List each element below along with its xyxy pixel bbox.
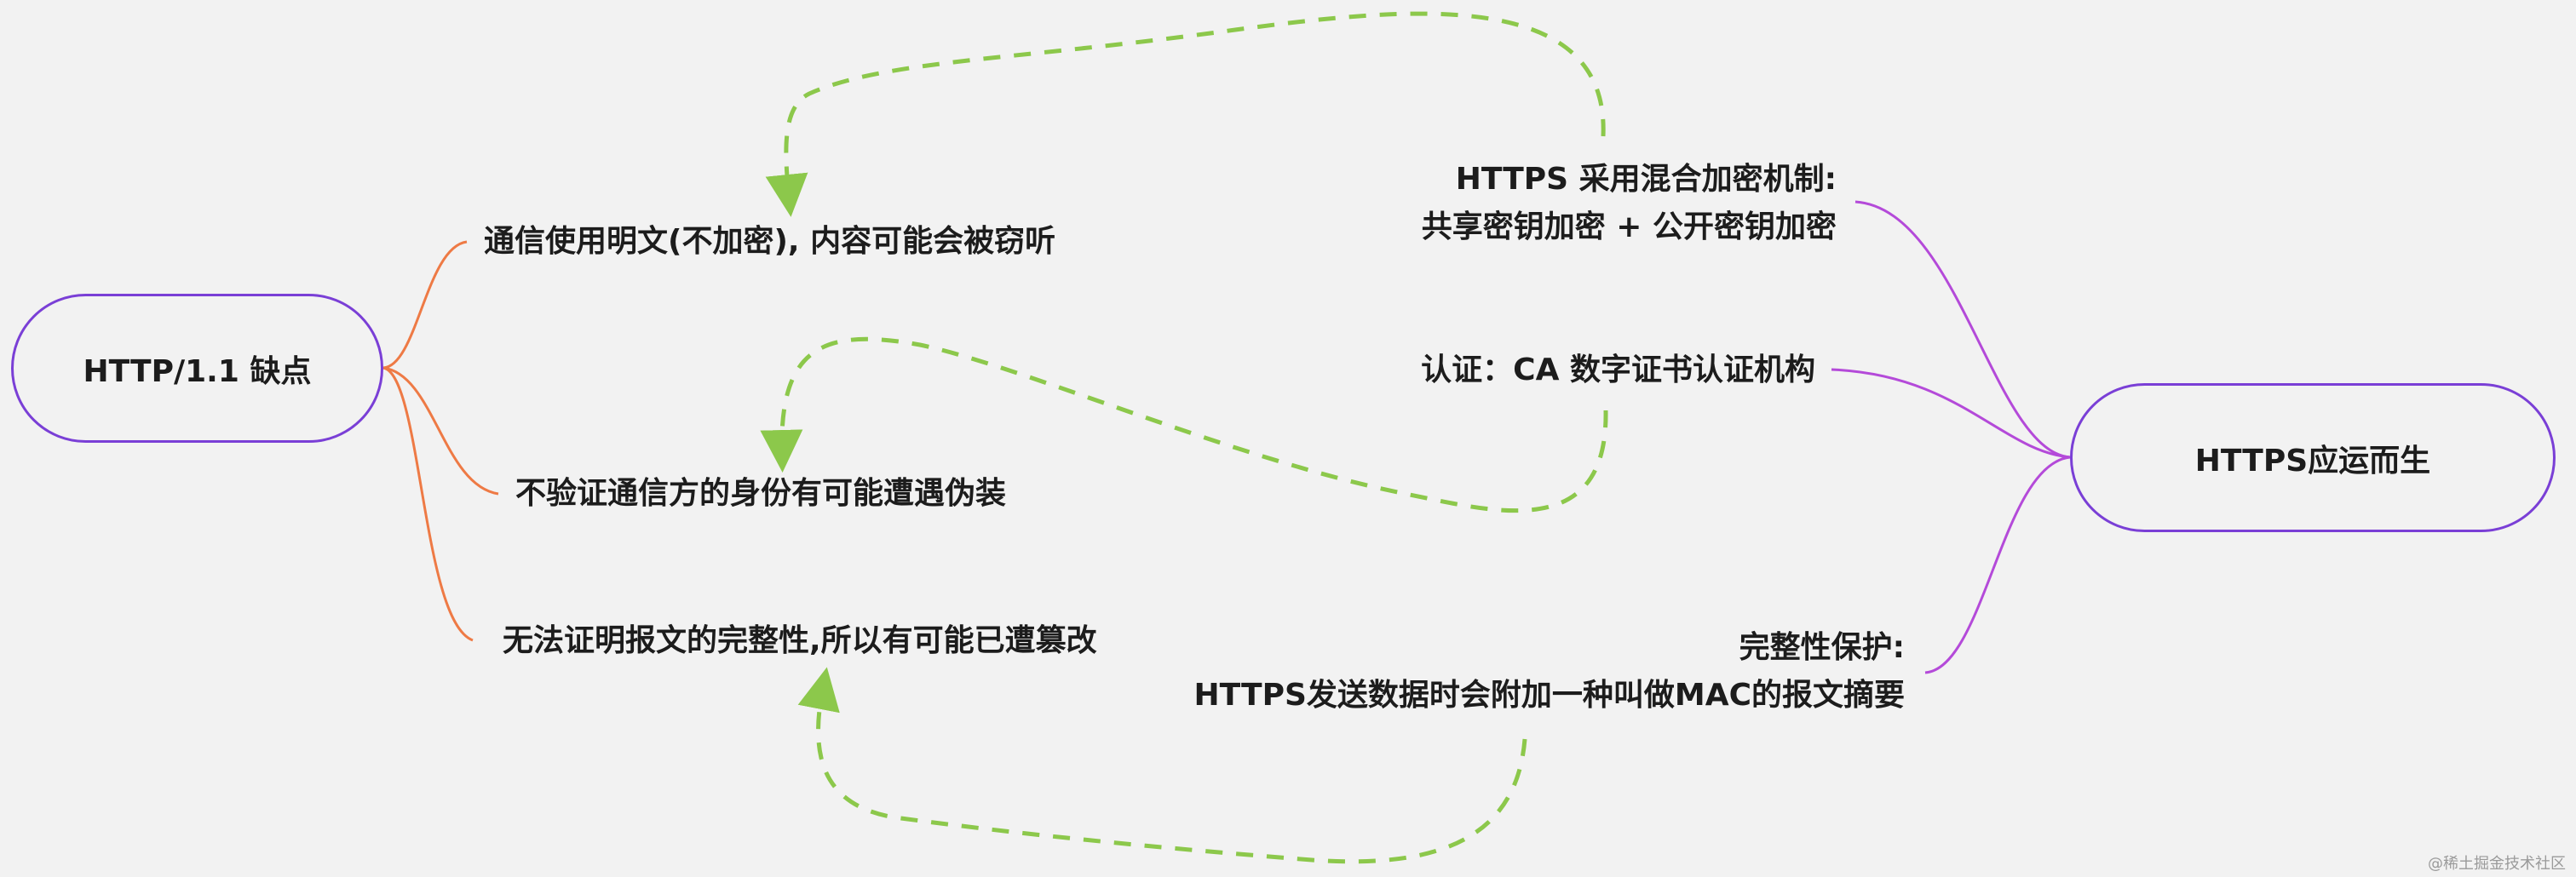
branch-line-problem-1 — [382, 240, 468, 370]
http-root-node: HTTP/1.1 缺点 — [11, 294, 383, 443]
cross-link-encryption — [765, 11, 1606, 217]
solution-integrity-protection: 完整性保护: HTTPS发送数据时会附加一种叫做MAC的报文摘要 — [1194, 624, 1906, 719]
http-root-label: HTTP/1.1 缺点 — [83, 353, 312, 389]
branch-line-problem-3 — [382, 366, 474, 642]
solution-ca-authentication: 认证：CA 数字证书认证机构 — [1421, 347, 1815, 394]
branch-line-problem-2 — [382, 366, 499, 496]
problem-plaintext: 通信使用明文(不加密), 内容可能会被窃听 — [484, 218, 1055, 266]
problem-no-integrity: 无法证明报文的完整性,所以有可能已遭篡改 — [503, 617, 1097, 665]
problem-no-integrity-label: 无法证明报文的完整性,所以有可能已遭篡改 — [503, 623, 1097, 658]
solution-hybrid-encryption-line1: HTTPS 采用混合加密机制: — [1455, 162, 1837, 197]
solution-integrity-protection-line2: HTTPS发送数据时会附加一种叫做MAC的报文摘要 — [1193, 678, 1906, 713]
watermark: @稀土掘金技术社区 — [2428, 855, 2566, 873]
solution-hybrid-encryption: HTTPS 采用混合加密机制: 共享密钥加密 + 公开密钥加密 — [1422, 156, 1837, 251]
branch-line-solution-3 — [1924, 456, 2071, 674]
https-root-label: HTTPS应运而生 — [2194, 443, 2431, 479]
https-root-node: HTTPS应运而生 — [2070, 383, 2556, 532]
problem-no-authentication-label: 不验证通信方的身份有可能遭遇伪装 — [515, 476, 1007, 511]
solution-ca-authentication-line1: 认证：CA 数字证书认证机构 — [1421, 353, 1815, 387]
solution-hybrid-encryption-line2: 共享密钥加密 + 公开密钥加密 — [1421, 209, 1837, 244]
cross-link-authentication — [760, 336, 1608, 513]
problem-plaintext-label: 通信使用明文(不加密), 内容可能会被窃听 — [484, 224, 1056, 259]
cross-link-integrity — [797, 667, 1527, 864]
problem-no-authentication: 不验证通信方的身份有可能遭遇伪装 — [515, 470, 1006, 518]
solution-integrity-protection-line1: 完整性保护: — [1739, 630, 1905, 665]
branch-line-solution-2 — [1831, 368, 2071, 459]
branch-line-solution-1 — [1854, 200, 2071, 459]
